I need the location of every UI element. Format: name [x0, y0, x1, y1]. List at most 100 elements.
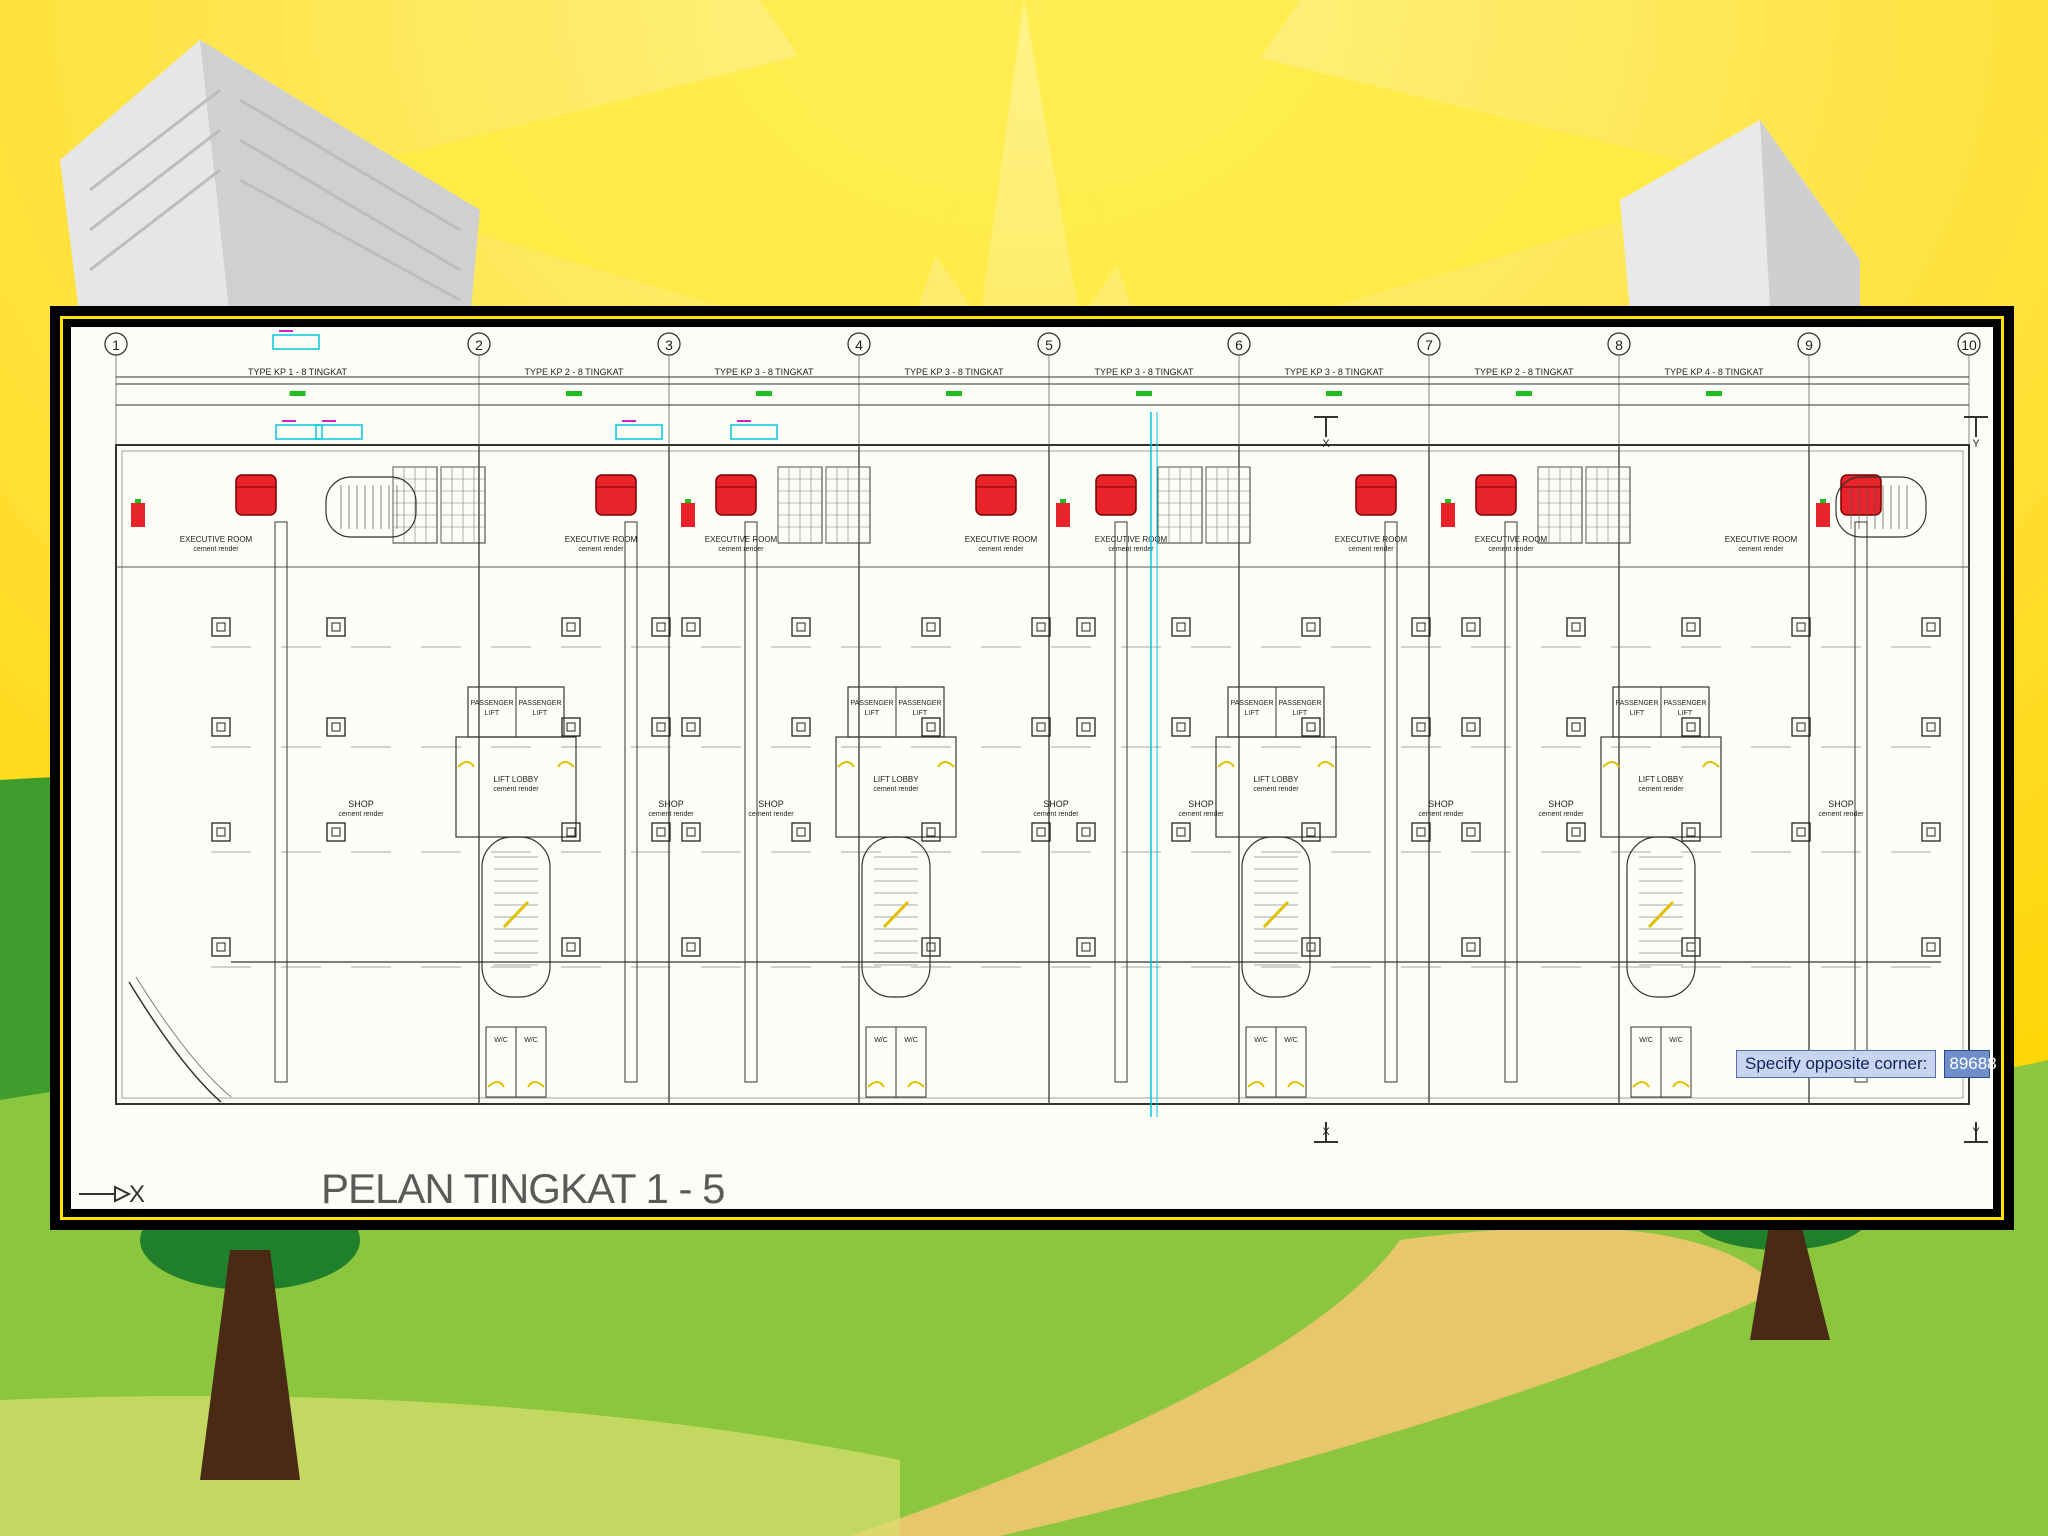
lift-lobby-label: LIFT LOBBY	[1253, 775, 1299, 784]
wc-label: W/C	[874, 1037, 888, 1044]
door-swing	[837, 761, 855, 768]
air-diffuser-core	[796, 827, 806, 837]
coordinate-input[interactable]: 89688	[1944, 1050, 1997, 1078]
lift-label: PASSENGER	[898, 700, 941, 707]
pipe-fixture	[275, 424, 323, 440]
lift-lobby-finish: cement render	[1638, 786, 1684, 793]
duct-trunk	[1854, 521, 1868, 1083]
lift-label: LIFT	[533, 710, 548, 717]
air-diffuser-core	[796, 722, 806, 732]
curved-wall	[128, 981, 222, 1103]
air-diffuser	[1461, 617, 1481, 637]
lift-label: LIFT	[1678, 710, 1693, 717]
duct-trunk	[274, 521, 288, 1083]
air-diffuser	[1301, 937, 1321, 957]
air-diffuser	[1301, 822, 1321, 842]
air-diffuser-core	[1036, 622, 1046, 632]
air-diffuser	[651, 717, 671, 737]
air-diffuser	[1031, 717, 1051, 737]
air-diffuser-core	[1306, 827, 1316, 837]
air-diffuser	[1461, 717, 1481, 737]
wc-label: W/C	[494, 1037, 508, 1044]
grid-label: 6	[1235, 337, 1243, 353]
air-diffuser	[1076, 822, 1096, 842]
door-swing	[487, 1081, 505, 1088]
air-diffuser	[1566, 822, 1586, 842]
air-diffuser-core	[1926, 942, 1936, 952]
air-diffuser	[1076, 617, 1096, 637]
air-diffuser-core	[1796, 722, 1806, 732]
duct-trunk	[624, 521, 638, 1083]
core-staircase	[481, 836, 551, 998]
air-diffuser-core	[1796, 827, 1806, 837]
staircase	[1835, 476, 1927, 538]
room-label-shop: SHOP	[758, 799, 784, 809]
ac-unit	[1475, 474, 1517, 516]
dimension-value-mark	[1516, 391, 1532, 396]
room-label-finish: cement render	[1488, 546, 1534, 553]
lift-label: LIFT	[913, 710, 928, 717]
type-label: TYPE KP 3 - 8 TINGKAT	[1094, 367, 1194, 377]
type-label: TYPE KP 1 - 8 TINGKAT	[248, 367, 348, 377]
room-label-finish: cement render	[1538, 811, 1584, 818]
room-label-finish: cement render	[193, 546, 239, 553]
door-swing	[557, 761, 575, 768]
air-diffuser	[681, 937, 701, 957]
lift-label: PASSENGER	[1278, 700, 1321, 707]
air-diffuser-core	[1686, 942, 1696, 952]
air-diffuser	[921, 717, 941, 737]
air-diffuser-core	[926, 622, 936, 632]
door-swing	[1602, 761, 1620, 768]
command-prompt: Specify opposite corner:	[1736, 1050, 1937, 1078]
air-diffuser	[561, 822, 581, 842]
air-diffuser-core	[1081, 622, 1091, 632]
lift-label: LIFT	[485, 710, 500, 717]
air-diffuser	[651, 617, 671, 637]
air-diffuser	[1031, 822, 1051, 842]
stair-arrow	[1262, 900, 1290, 929]
stair-arrow	[502, 900, 530, 929]
air-diffuser-core	[566, 722, 576, 732]
type-label: TYPE KP 3 - 8 TINGKAT	[1284, 367, 1384, 377]
air-diffuser-core	[656, 622, 666, 632]
room-label-executive: EXECUTIVE ROOM	[965, 535, 1038, 544]
air-diffuser-core	[566, 942, 576, 952]
air-diffuser	[1171, 617, 1191, 637]
fire-extinguisher-top	[685, 499, 691, 503]
room-label-executive: EXECUTIVE ROOM	[565, 535, 638, 544]
air-diffuser	[561, 937, 581, 957]
air-diffuser-core	[686, 722, 696, 732]
air-diffuser	[791, 717, 811, 737]
air-diffuser-core	[1686, 622, 1696, 632]
pipe-fixture	[315, 424, 363, 440]
air-diffuser	[1031, 617, 1051, 637]
building-left	[60, 40, 480, 320]
door-swing	[907, 1081, 925, 1088]
outer-wall	[115, 444, 1970, 1105]
air-diffuser	[1076, 937, 1096, 957]
air-diffuser-core	[1416, 722, 1426, 732]
door-swing	[937, 761, 955, 768]
air-diffuser-core	[686, 827, 696, 837]
lift-lobby-label: LIFT LOBBY	[873, 775, 919, 784]
lift-label: PASSENGER	[470, 700, 513, 707]
air-diffuser	[1681, 822, 1701, 842]
grid-label: 5	[1045, 337, 1053, 353]
air-diffuser	[326, 717, 346, 737]
dimension-value-mark	[1706, 391, 1722, 396]
type-label: TYPE KP 3 - 8 TINGKAT	[904, 367, 1004, 377]
ac-unit	[1095, 474, 1137, 516]
lift-lobby-finish: cement render	[493, 786, 539, 793]
room-label-shop: SHOP	[1548, 799, 1574, 809]
air-diffuser	[1566, 617, 1586, 637]
air-diffuser	[1921, 617, 1941, 637]
room-label-finish: cement render	[578, 546, 624, 553]
air-diffuser-core	[926, 827, 936, 837]
air-diffuser	[681, 717, 701, 737]
stair-arrow	[1647, 900, 1675, 929]
